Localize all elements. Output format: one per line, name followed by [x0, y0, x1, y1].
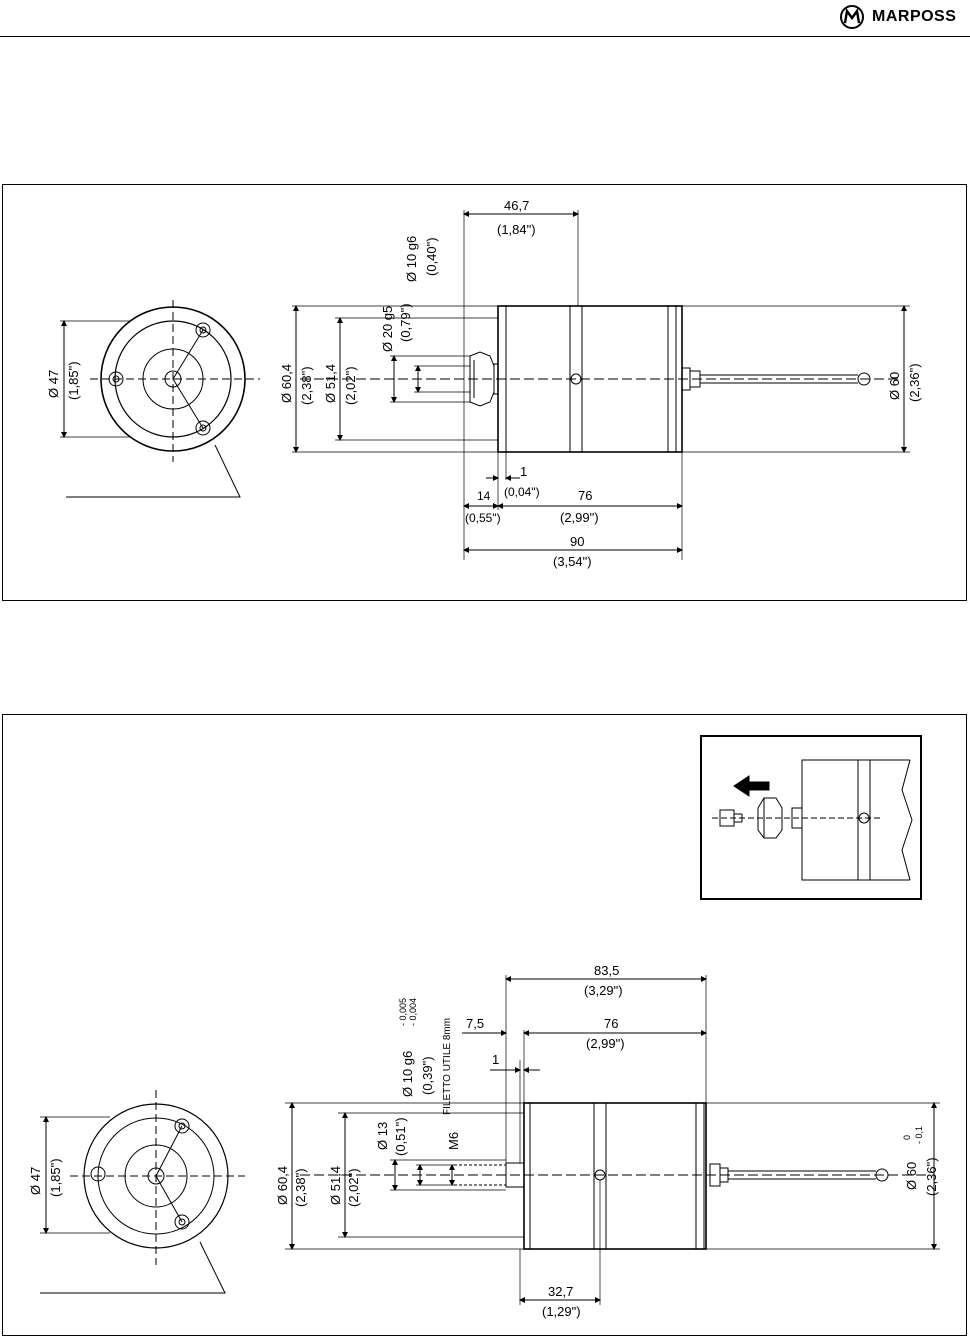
d1-dia514-in: (2,02") — [343, 366, 358, 405]
d1-len14-in: (0,55") — [465, 511, 501, 525]
d2-dia10-in: (0,39") — [420, 1056, 435, 1095]
d2-len835: 83,5 — [594, 963, 619, 978]
d2-dia60-tol-lower: - 0,1 — [914, 1126, 924, 1144]
drawing-frame-1 — [2, 184, 967, 601]
d1-dia604-in: (2,38") — [299, 366, 314, 405]
marposs-logo-mark-icon — [840, 5, 864, 29]
d1-len467: 46,7 — [504, 198, 529, 213]
d1-len76-in: (2,99") — [560, 510, 599, 525]
d1-len90-in: (3,54") — [553, 554, 592, 569]
d2-len75: 7,5 — [466, 1016, 484, 1031]
d2-dia10: Ø 10 g6 — [400, 1051, 415, 1097]
header-rule — [0, 36, 970, 37]
d2-m6: M6 — [446, 1132, 461, 1150]
d2-len835-in: (3,29") — [584, 983, 623, 998]
d2-dia514-in: (2,02") — [346, 1168, 361, 1207]
inset-detail-frame — [700, 735, 922, 900]
side-view-2 — [285, 975, 940, 1305]
side-view-1 — [292, 210, 910, 560]
d2-len327-in: (1,29") — [542, 1304, 581, 1319]
d2-dia604: Ø 60,4 — [275, 1166, 290, 1205]
d2-len1: 1 — [492, 1052, 499, 1067]
d1-dia20-in: (0,79") — [398, 303, 413, 342]
d1-dia10: Ø 10 g6 — [404, 236, 419, 282]
d1-dia60: Ø 60 — [887, 372, 902, 400]
d2-dia60: Ø 60 — [904, 1162, 919, 1190]
d1-len76: 76 — [578, 488, 592, 503]
d2-dia514: Ø 51,4 — [328, 1166, 343, 1205]
d2-dia13: Ø 13 — [375, 1122, 390, 1150]
d1-len1: 1 — [520, 464, 527, 479]
d1-dia604: Ø 60,4 — [279, 364, 294, 403]
d1-dia514: Ø 51,4 — [323, 364, 338, 403]
d2-dia604-in: (2,38") — [293, 1168, 308, 1207]
d1-len14: 14 — [477, 489, 491, 503]
d1-len467-in: (1,84") — [497, 222, 536, 237]
d2-filetto: FILETTO UTILE 8mm — [442, 1018, 453, 1115]
d2-dia10-tol-upper: - 0,005 — [398, 998, 408, 1026]
d1-len90: 90 — [570, 534, 584, 549]
d2-len76: 76 — [604, 1016, 618, 1031]
d1-dia20: Ø 20 g5 — [380, 306, 395, 352]
arrow-left-icon — [733, 775, 770, 797]
end-view-1 — [60, 300, 260, 498]
brand-name: MARPOSS — [872, 8, 957, 25]
d2-dia47-in: (1,85") — [48, 1158, 63, 1197]
d2-len76-in: (2,99") — [586, 1036, 625, 1051]
d2-dia60-tol-upper: 0 — [902, 1135, 912, 1140]
d2-len327: 32,7 — [548, 1284, 573, 1299]
d2-dia60-in: (2,36") — [924, 1157, 939, 1196]
d1-dia60-in: (2,36") — [907, 363, 922, 402]
d1-dia10-in: (0,40") — [424, 237, 439, 276]
d1-dia47: Ø 47 — [46, 370, 61, 398]
d2-dia47: Ø 47 — [28, 1167, 43, 1195]
d2-dia13-in: (0,51") — [393, 1117, 408, 1156]
d1-dia47-in: (1,85") — [66, 361, 81, 400]
d2-dia10-tol-lower: - 0,004 — [408, 998, 418, 1026]
end-view-2 — [40, 1090, 245, 1294]
d1-len1-in: (0,04") — [504, 485, 540, 499]
inset-detail — [712, 759, 913, 881]
marposs-logo: MARPOSS — [838, 4, 956, 30]
drawing-frame-2 — [2, 714, 967, 1336]
